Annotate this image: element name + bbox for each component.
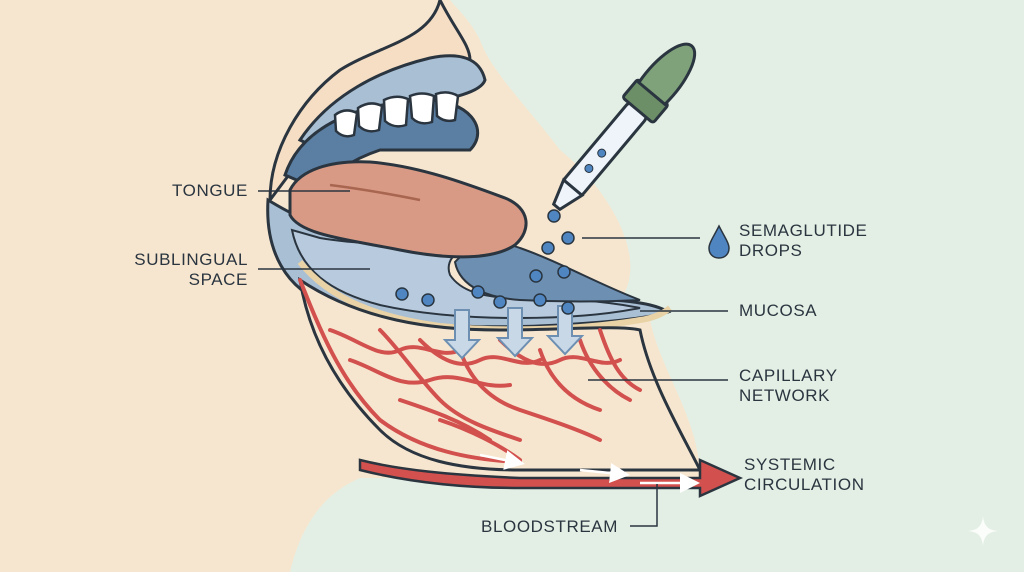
falling-drops — [529, 209, 575, 283]
mucosa-label: MUCOSA — [739, 301, 818, 320]
bloodstream-label: BLOODSTREAM — [481, 517, 618, 536]
capillary-network-label-line2: NETWORK — [739, 386, 831, 405]
systemic-circulation-label-line2: CIRCULATION — [744, 475, 865, 494]
systemic-circulation-label-line1: SYSTEMIC — [744, 455, 836, 474]
dropper — [551, 42, 697, 212]
absorption-arrows — [442, 305, 585, 360]
capillary-network — [298, 278, 642, 464]
dropper-bulb — [636, 42, 697, 107]
tongue-groove — [329, 183, 421, 202]
water-drop-icon — [708, 224, 730, 259]
tongue — [288, 160, 528, 259]
semaglutide-drops-label-line1: SEMAGLUTIDE — [739, 221, 868, 240]
sublingual-space-label-line1: SUBLINGUAL — [134, 250, 248, 269]
capillary-flow-arrow-1 — [479, 450, 525, 470]
semaglutide-drops-label-line2: DROPS — [739, 241, 803, 260]
sublingual-space-label-line2: SPACE — [188, 270, 248, 289]
capillary-network-label-line1: CAPILLARY — [739, 366, 838, 385]
capillary-flow-arrow-2 — [579, 463, 630, 483]
sparkle-icon — [968, 516, 998, 546]
tongue-label: TONGUE — [171, 181, 248, 200]
dropper-tip — [551, 177, 585, 212]
leader-lines — [258, 190, 728, 527]
bloodstream-arrow — [358, 458, 744, 498]
air-background — [290, 0, 1024, 572]
upper-teeth — [333, 91, 460, 138]
sublingual-drops — [395, 285, 575, 315]
